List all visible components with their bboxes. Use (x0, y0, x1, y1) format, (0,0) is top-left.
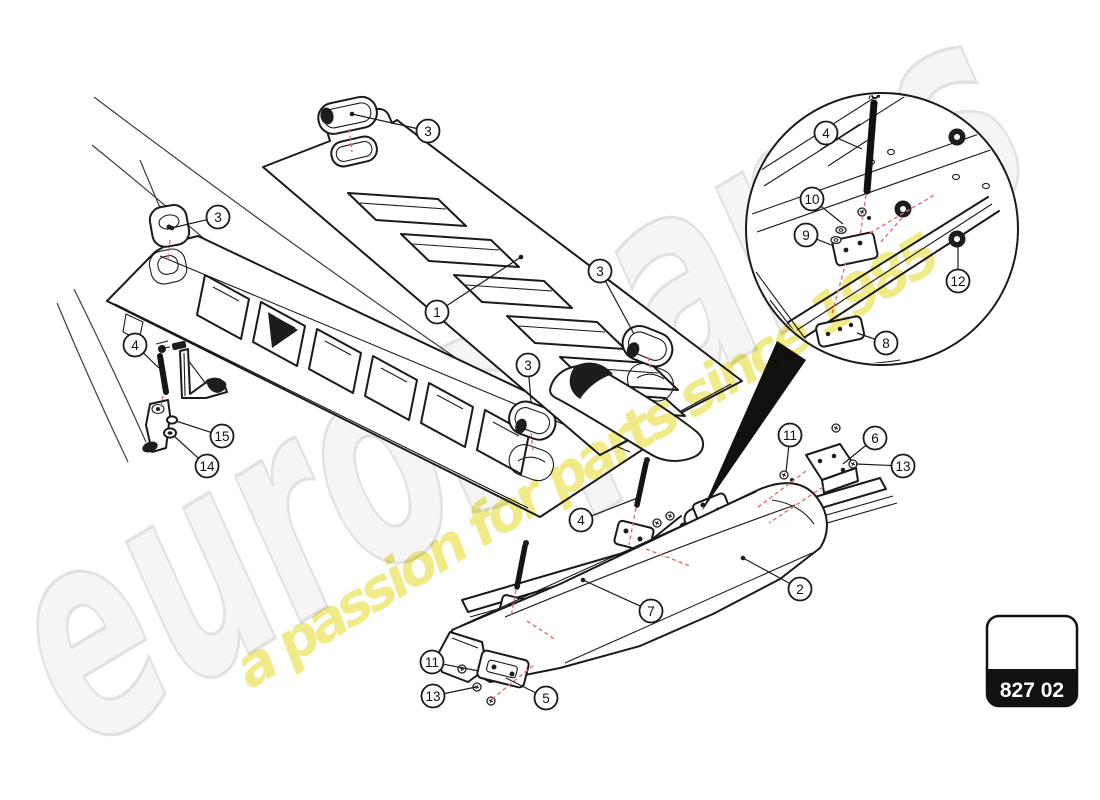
svg-text:3: 3 (214, 210, 222, 225)
svg-text:10: 10 (804, 192, 819, 207)
callout-11[interactable]: 11 (777, 422, 803, 473)
svg-text:8: 8 (882, 336, 890, 351)
part-number-box[interactable]: 827 02 (985, 614, 1079, 708)
gas-strut-left (157, 353, 169, 395)
cover-louvres (347, 192, 686, 417)
pushrod-left (514, 543, 528, 590)
callout-14[interactable]: 14 (173, 435, 220, 479)
callout-13[interactable]: 13 (420, 683, 477, 709)
svg-text:11: 11 (783, 428, 797, 443)
svg-text:6: 6 (871, 431, 879, 446)
callout-4[interactable]: 4 (568, 496, 641, 533)
cover-hump (549, 362, 704, 462)
svg-text:14: 14 (199, 459, 215, 474)
callout-10[interactable]: 10 (799, 186, 844, 225)
callout-7[interactable]: 7 (580, 577, 664, 624)
callout-6[interactable]: 6 (842, 425, 888, 465)
right-hinge-bracket (779, 423, 859, 494)
callout-4[interactable]: 4 (813, 120, 863, 150)
callout-3[interactable]: 3 (349, 111, 441, 144)
callout-2[interactable]: 2 (740, 555, 813, 602)
engine-cover-panel (262, 107, 743, 462)
svg-text:13: 13 (425, 689, 440, 704)
red-dash-lines (160, 128, 937, 700)
callout-8[interactable]: 8 (856, 330, 899, 356)
callout-11[interactable]: 11 (419, 649, 480, 675)
svg-text:4: 4 (577, 513, 585, 528)
callout-12[interactable]: 12 (945, 247, 971, 294)
detail-bracket-9-10 (830, 207, 879, 267)
striker-floating-top (317, 95, 378, 135)
svg-text:13: 13 (895, 459, 910, 474)
spoiler-wing (436, 482, 828, 683)
hinge-arm (145, 399, 171, 453)
callout-4[interactable]: 4 (122, 332, 160, 369)
part-number-label: 827 02 (1000, 679, 1064, 702)
support-bracket (171, 340, 228, 399)
svg-text:9: 9 (802, 228, 810, 243)
callout-1[interactable]: 1 (424, 254, 524, 325)
callout-3[interactable]: 3 (587, 258, 635, 335)
svg-text:3: 3 (424, 124, 432, 139)
deck-frame-panel (106, 204, 646, 518)
svg-text:3: 3 (524, 358, 532, 373)
bottom-mount-cluster (457, 649, 530, 706)
detail-view-circle (745, 92, 1019, 366)
cover-latch-plateau (330, 135, 378, 168)
callout-3[interactable]: 3 (515, 352, 541, 403)
callout-9[interactable]: 9 (793, 222, 835, 248)
callout-15[interactable]: 15 (175, 420, 235, 449)
striker-oval-mid (508, 400, 557, 482)
svg-text:7: 7 (647, 604, 655, 619)
magnifier-arrow (702, 341, 806, 511)
latch-grommet-left (148, 204, 191, 285)
svg-text:3: 3 (596, 264, 604, 279)
svg-text:12: 12 (950, 274, 965, 289)
svg-text:5: 5 (542, 691, 550, 706)
washer-15 (166, 415, 178, 425)
callout-5[interactable]: 5 (505, 677, 559, 711)
svg-text:15: 15 (214, 429, 229, 444)
svg-text:2: 2 (796, 582, 804, 597)
svg-text:4: 4 (131, 338, 139, 353)
svg-text:1: 1 (433, 305, 441, 320)
callout-13[interactable]: 13 (855, 453, 916, 479)
detail-plate-8 (815, 315, 866, 348)
striker-oval-right (621, 325, 674, 402)
svg-text:4: 4 (822, 126, 830, 141)
left-hinge-assembly (142, 340, 228, 453)
gas-strut-detail (863, 99, 878, 195)
svg-text:11: 11 (425, 655, 439, 670)
callout-3[interactable]: 3 (169, 204, 231, 231)
